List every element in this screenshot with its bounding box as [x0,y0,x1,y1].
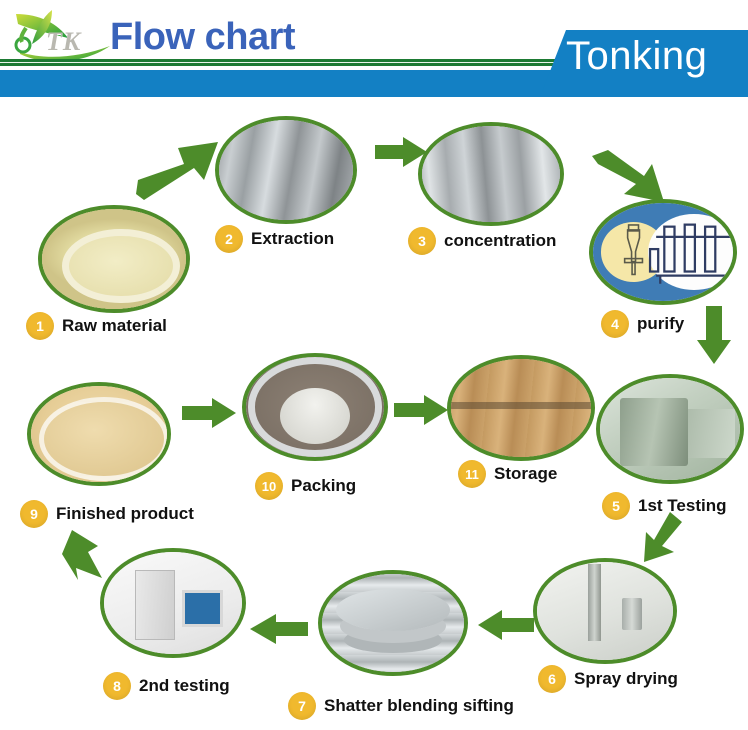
leaf-bird-logo [6,8,116,66]
logo-tk-monogram: TK [46,27,82,56]
step-image-concentration [418,122,564,226]
step-badge-11: 11 [458,460,486,488]
step-image-1st-testing [596,374,744,484]
arrow-2-to-3-icon [375,135,427,169]
step-caption-concentration: 3 concentration [408,227,556,255]
step-node-extraction[interactable] [215,116,357,224]
purification-columns-icon [648,213,733,291]
step-caption-packing: 10 Packing [255,472,356,500]
step-image-shatter-blending-sifting [318,570,468,676]
step-node-storage[interactable] [447,355,595,461]
step-caption-shatter-blending-sifting: 7 Shatter blending sifting [288,692,514,720]
step-label-4: purify [637,314,685,333]
step-badge-4: 4 [601,310,629,338]
step-label-9: Finished product [56,504,194,523]
arrow-4-to-5-icon [696,306,732,366]
step-label-7: Shatter blending sifting [324,696,514,715]
step-badge-8: 8 [103,672,131,700]
header-rule-green [0,59,560,66]
step-node-packing[interactable] [242,353,388,461]
step-image-spray-drying [533,558,677,664]
step-caption-purify: 4 purify [601,310,684,338]
arrow-3-to-4-icon [588,150,668,214]
step-node-purify[interactable] [589,199,737,305]
page-header: TK Flow chart Tonking [0,0,748,100]
arrow-10-to-11-icon [394,393,448,427]
step-image-raw-material [38,205,190,313]
step-node-raw-material[interactable] [38,205,190,313]
step-image-extraction [215,116,357,224]
brand-name: Tonking [566,34,708,78]
step-badge-3: 3 [408,227,436,255]
step-badge-9: 9 [20,500,48,528]
arrow-9-to-10-icon [182,396,236,430]
arrow-1-to-2-icon [132,138,224,200]
step-caption-extraction: 2 Extraction [215,225,334,253]
step-label-5: 1st Testing [638,496,727,515]
step-caption-raw-material: 1 Raw material [26,312,167,340]
step-image-storage [447,355,595,461]
step-image-2nd-testing [100,548,246,658]
arrow-6-to-7-icon [478,608,534,642]
brand-tab [540,30,748,97]
step-caption-spray-drying: 6 Spray drying [538,665,678,693]
step-label-6: Spray drying [574,669,678,688]
step-node-shatter-blending-sifting[interactable] [318,570,468,676]
arrow-5-to-6-icon [640,512,684,566]
step-node-finished-product[interactable] [27,382,171,486]
step-node-1st-testing[interactable] [596,374,744,484]
page-title: Flow chart [110,16,296,58]
step-caption-storage: 11 Storage [458,460,557,488]
step-node-2nd-testing[interactable] [100,548,246,658]
step-label-11: Storage [494,464,558,483]
step-label-3: concentration [444,231,557,250]
step-image-purify [589,199,737,305]
step-badge-7: 7 [288,692,316,720]
step-image-packing [242,353,388,461]
arrow-8-to-9-icon [60,528,104,586]
step-badge-2: 2 [215,225,243,253]
step-badge-10: 10 [255,472,283,500]
step-caption-2nd-testing: 8 2nd testing [103,672,230,700]
step-badge-6: 6 [538,665,566,693]
step-caption-1st-testing: 5 1st Testing [602,492,726,520]
step-badge-1: 1 [26,312,54,340]
step-label-8: 2nd testing [139,676,230,695]
step-badge-5: 5 [602,492,630,520]
step-node-concentration[interactable] [418,122,564,226]
step-label-2: Extraction [251,229,335,248]
step-image-finished-product [27,382,171,486]
arrow-7-to-8-icon [250,612,308,646]
step-label-10: Packing [291,476,357,495]
step-caption-finished-product: 9 Finished product [20,500,194,528]
step-node-spray-drying[interactable] [533,558,677,664]
step-label-1: Raw material [62,316,167,335]
